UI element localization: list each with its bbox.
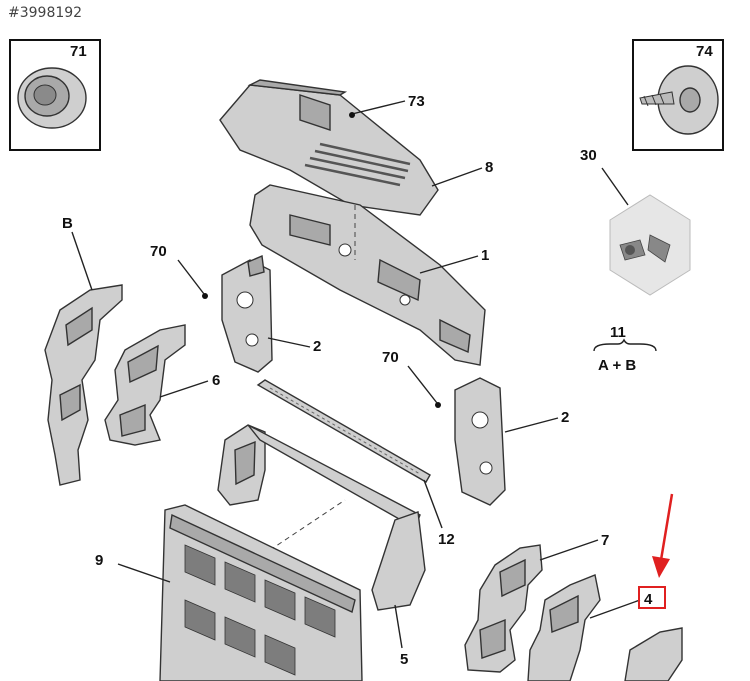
part-6-deflector[interactable]	[104, 324, 186, 446]
part-label-6: 6	[212, 372, 220, 389]
part-label-9: 9	[95, 552, 103, 569]
part-9-radiator-support[interactable]	[159, 504, 363, 681]
leader-5	[394, 604, 403, 649]
part-label-2-left: 2	[313, 338, 321, 355]
highlight-box-4	[638, 586, 666, 609]
inset-part-74[interactable]	[632, 39, 724, 151]
part-label-a-plus-b: A + B	[598, 357, 636, 374]
brace-11	[593, 338, 657, 352]
screw-70-right[interactable]	[435, 402, 441, 408]
diagram-reference-number: #3998192	[8, 5, 83, 21]
part-4-deflector[interactable]	[527, 574, 683, 681]
part-8-air-deflector[interactable]	[219, 79, 439, 216]
leader-9	[117, 563, 171, 583]
inset-part-71[interactable]	[9, 39, 101, 151]
part-label-70-left: 70	[150, 243, 167, 260]
screw-70-left[interactable]	[202, 293, 208, 299]
leader-6	[159, 380, 209, 398]
leader-4	[589, 599, 641, 619]
part-label-30: 30	[580, 147, 597, 164]
leader-12	[423, 479, 443, 529]
screw-73[interactable]	[349, 112, 355, 118]
leader-7	[539, 539, 599, 561]
leader-70-right	[407, 365, 438, 404]
leader-2-right	[504, 417, 559, 433]
part-label-74: 74	[696, 43, 713, 60]
part-b-deflector[interactable]	[44, 284, 123, 486]
leader-2-left	[267, 337, 311, 348]
part-label-7: 7	[601, 532, 609, 549]
part-label-11: 11	[610, 324, 626, 341]
part-7-deflector[interactable]	[464, 544, 543, 673]
part-1-upper-crossmember[interactable]	[249, 184, 486, 366]
part-label-12: 12	[438, 531, 455, 548]
leader-70-left	[177, 259, 205, 295]
leader-30	[601, 167, 629, 206]
leader-1	[419, 255, 479, 274]
part-label-4: 4	[644, 591, 653, 608]
leader-b	[71, 231, 93, 291]
part-label-73: 73	[408, 93, 425, 110]
part-label-1: 1	[481, 247, 489, 264]
leader-8	[431, 167, 483, 187]
part-label-5: 5	[400, 651, 408, 668]
part-2-right-bracket[interactable]	[454, 377, 506, 506]
part-label-8: 8	[485, 159, 493, 176]
part-label-70-right: 70	[382, 349, 399, 366]
part-label-71: 71	[70, 43, 87, 60]
part-label-b: B	[62, 215, 73, 232]
leader-73	[351, 100, 406, 115]
part-30-fastener-kit[interactable]	[609, 194, 691, 296]
part-label-2-right: 2	[561, 409, 569, 426]
part-2-left-bracket[interactable]	[221, 254, 273, 373]
part-5-side-bracket[interactable]	[217, 424, 426, 611]
red-arrow-icon	[652, 493, 674, 578]
part-12-seal-strip[interactable]	[256, 379, 431, 483]
